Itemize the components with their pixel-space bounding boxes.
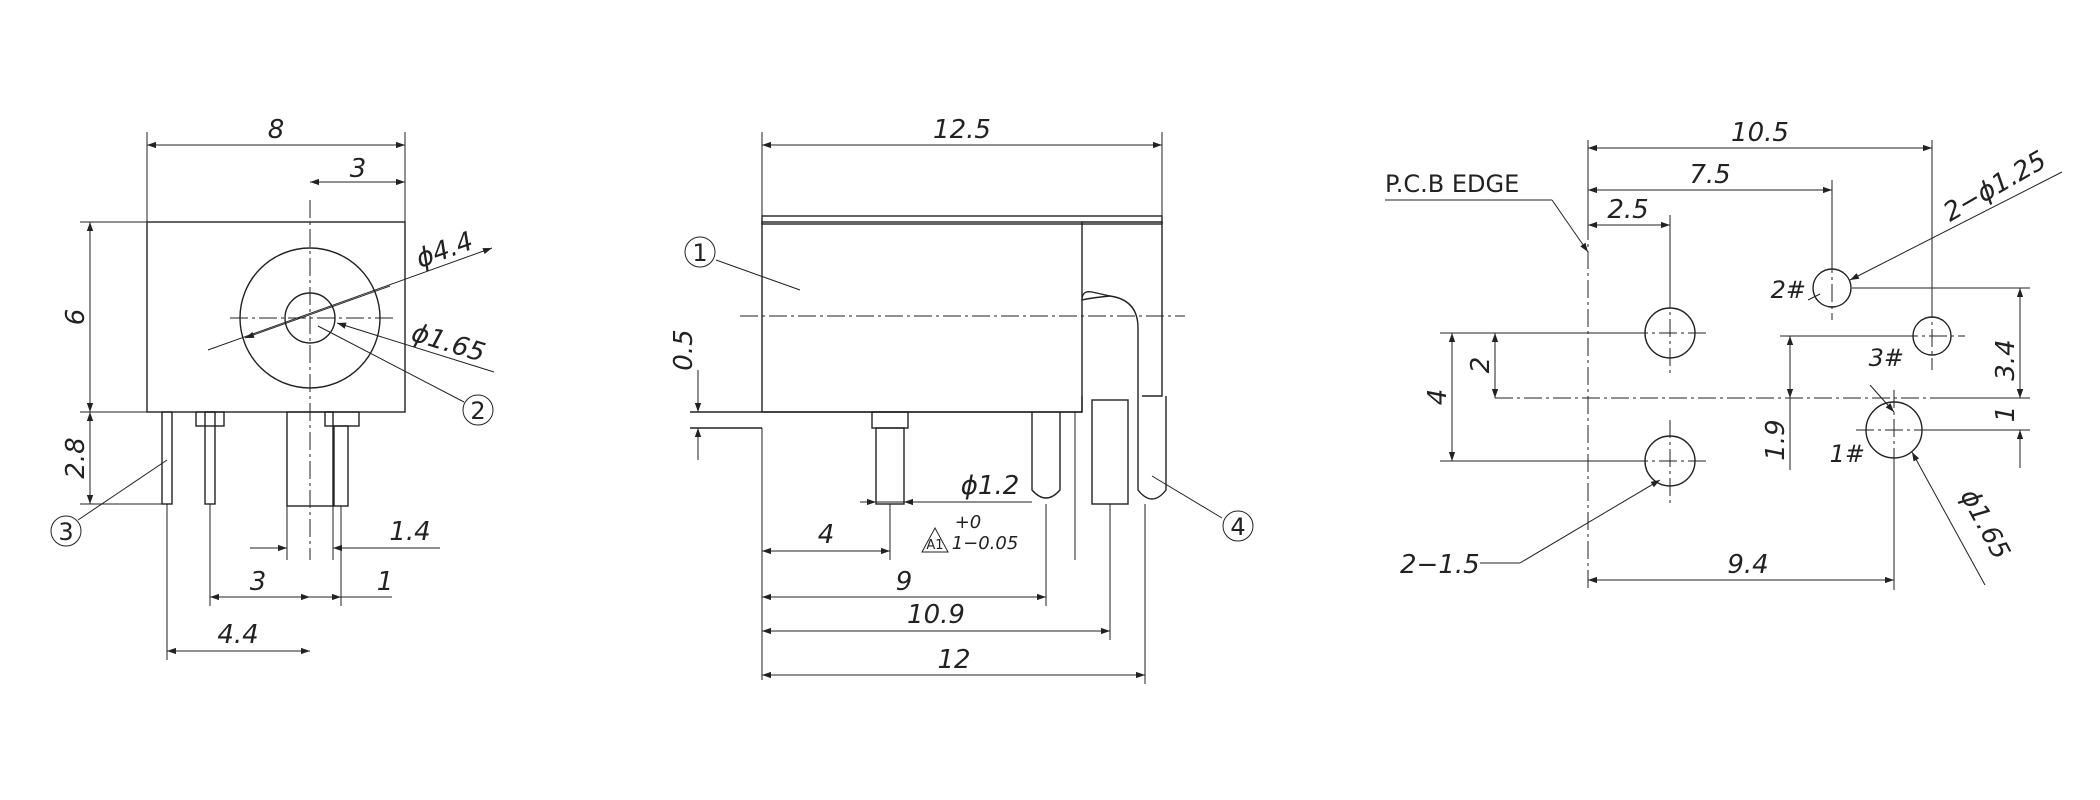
front-body-outline: [146, 221, 406, 413]
dim-pcb-1-9: 1.9: [1761, 335, 1912, 470]
dim-label: 1: [1991, 406, 2021, 423]
dim-front-offset: 3: [310, 154, 405, 186]
tolerance-upper: +0: [955, 512, 982, 533]
dim-label: 4: [1423, 389, 1453, 406]
callout-1: 1: [684, 236, 801, 291]
dim-side-12: 12: [762, 504, 1146, 684]
dim-side-4: 4: [761, 428, 891, 680]
dim-label: 10.9: [907, 600, 965, 630]
dim-label: 0.5: [669, 329, 699, 370]
pin-label-2: 2#: [1771, 276, 1806, 304]
dim-label: 3.4: [1991, 339, 2021, 380]
pcb-layout-view: P.C.B EDGE 2# 3# 1#: [1385, 118, 2063, 590]
dim-pcb-4: 4: [1423, 333, 1456, 461]
dim-label: 9.4: [1727, 550, 1768, 580]
dim-label: 2−ϕ1.25: [1939, 145, 2052, 228]
dim-pcb-slot: 2−1.5: [1400, 479, 1661, 580]
dim-label: 2: [1466, 357, 1496, 374]
dim-pcb-3-4: 3.4: [1852, 287, 2030, 399]
dim-label: 4: [818, 520, 835, 550]
dim-pcb-2-5: 2.5: [1588, 195, 1671, 290]
dim-front-height: 6: [61, 221, 147, 413]
dim-label: 2−1.5: [1400, 550, 1480, 580]
front-pins: [161, 411, 360, 507]
dim-label: 1.9: [1761, 419, 1791, 460]
callout-number: 4: [1230, 513, 1245, 541]
dim-label: 12.5: [933, 115, 991, 145]
dim-pcb-7-5: 7.5: [1588, 160, 1833, 268]
dim-side-9: 9: [762, 412, 1076, 606]
dim-label: 4.4: [217, 620, 258, 650]
dim-pin-gap: 3 1: [209, 504, 394, 606]
dim-pcb-hole-diameter: 2−ϕ1.25: [1807, 145, 2063, 301]
dim-side-10-9: 10.9: [762, 504, 1111, 640]
dim-label: 7.5: [1689, 160, 1730, 190]
callout-3: 3: [50, 459, 168, 547]
dim-pcb-1: 1: [1925, 360, 2030, 468]
dim-label: ϕ1.65: [408, 318, 489, 369]
dim-pin-span: 4.4: [166, 504, 310, 660]
pin-label-3: 3#: [1869, 344, 1904, 372]
callout-number: 2: [470, 397, 485, 425]
tolerance-lower: 1−0.05: [952, 533, 1019, 554]
tolerance-tag: A1: [926, 538, 943, 553]
dim-label: 3: [350, 154, 367, 184]
dim-pin-width: 1.4: [250, 506, 440, 560]
dim-label: ϕ1.2: [961, 471, 1020, 501]
dim-label: 3: [250, 567, 267, 597]
dim-pcb-9-4: 9.4: [1588, 458, 1895, 590]
tolerance-annotation: A1 +0 1−0.05: [921, 512, 1019, 554]
dim-label: ϕ4.4: [412, 226, 477, 274]
callout-2: 2: [317, 325, 494, 426]
dim-pcb-10-5: 10.5: [1587, 118, 1933, 318]
dim-side-length: 12.5: [761, 115, 1163, 216]
dim-label: 1: [377, 567, 394, 597]
dim-pin-diameter: ϕ1.2: [860, 471, 1032, 506]
dim-label: 1.4: [389, 517, 430, 547]
dim-label: 8: [268, 115, 285, 145]
dim-side-step: 0.5: [669, 329, 702, 460]
front-view: 8 3 6 2.8 ϕ4.4 ϕ1.65: [50, 115, 495, 660]
dim-label: 6: [61, 309, 91, 326]
callout-4: 4: [1151, 475, 1254, 542]
dim-inner-diameter: ϕ1.65: [336, 318, 495, 373]
callout-number: 3: [58, 518, 73, 546]
dim-label: 9: [896, 567, 913, 597]
dim-label: ϕ1.65: [1954, 484, 2016, 564]
dim-pcb-2: 2: [1440, 332, 1645, 462]
dim-label: 10.5: [1731, 118, 1789, 148]
side-body-outline: [761, 221, 1083, 413]
dim-front-pin-length: 2.8: [61, 412, 162, 505]
dim-label: 2.8: [61, 437, 91, 478]
pcb-edge-label: P.C.B EDGE: [1385, 170, 1519, 198]
pin-label-1: 1#: [1830, 440, 1865, 468]
callout-number: 1: [692, 239, 707, 267]
pcb-slot-hole-lower: [1630, 420, 1710, 504]
side-view: 12.5 1 0.5 ϕ1.2 A1 +0 1−0.05: [669, 115, 1254, 684]
dim-label: 2.5: [1607, 195, 1648, 225]
dim-label: 12: [937, 645, 970, 675]
dim-front-width: 8: [146, 115, 406, 222]
